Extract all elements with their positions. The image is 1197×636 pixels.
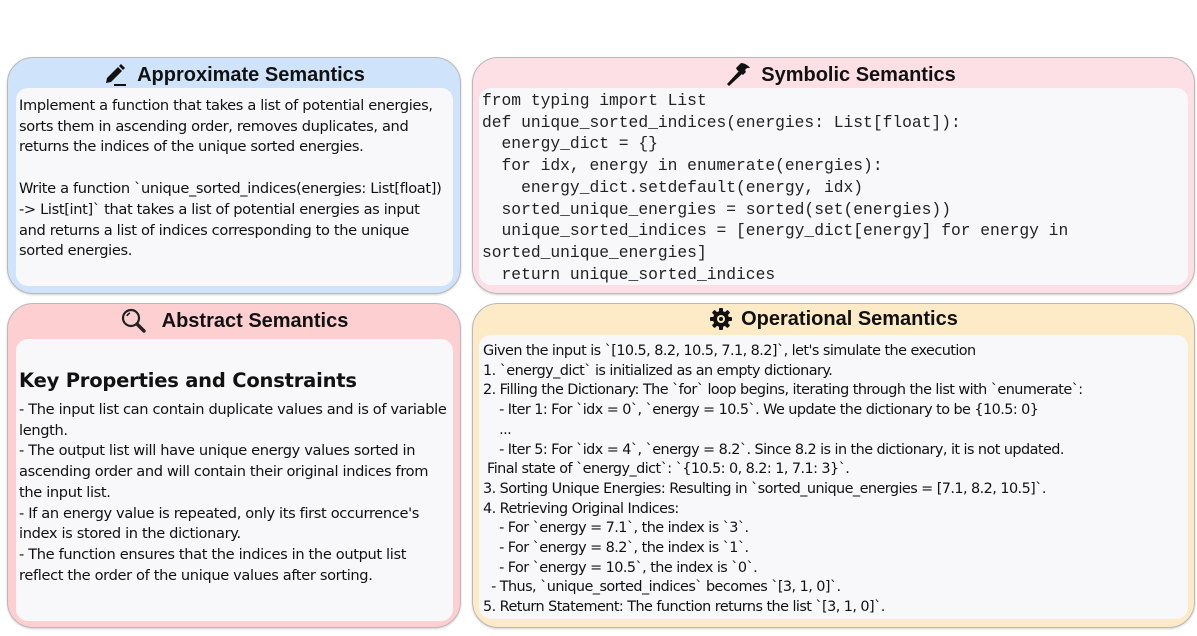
constraint-bullet: - The output list will have unique energ… [19,442,433,501]
trace-line: 2. Filling the Dictionary: The `for` loo… [483,382,1083,399]
code-line: def unique_sorted_indices(energies: List… [482,112,961,132]
gear-icon [709,307,733,331]
symbolic-semantics-panel: Symbolic Semantics from typing import Li… [472,57,1195,294]
constraint-bullet: - The function ensures that the indices … [19,545,411,584]
trace-line: ... [483,421,512,438]
panel-title: Abstract Semantics [161,309,349,332]
trace-line: - For `energy = 7.1`, the index is `3`. [483,520,749,537]
trace-line: 1. `energy_dict` is initialized as an em… [483,362,833,379]
trace-line: - Iter 5: For `idx = 4`, `energy = 8.2`.… [483,441,1064,458]
operational-semantics-panel: Operational Semantics Given the input is… [472,303,1195,628]
code-line: sorted_unique_energies = sorted(set(ener… [482,199,951,219]
code-line: energy_dict.setdefault(energy, idx) [482,177,864,197]
symbolic-semantics-header: Symbolic Semantics [473,61,1194,89]
abstract-semantics-body: Key Properties and Constraints - The inp… [16,339,453,621]
operational-semantics-header: Operational Semantics [473,305,1194,333]
abstract-semantics-panel: Abstract Semantics Key Properties and Co… [7,303,461,628]
approximate-semantics-body: Implement a function that takes a list o… [16,88,453,286]
pencil-icon [103,63,129,87]
code-line: from typing import List [482,91,707,110]
code-line: return unique_sorted_indices [482,264,776,284]
trace-line: Given the input is `[10.5, 8.2, 10.5, 7.… [483,343,976,359]
panel-title: Symbolic Semantics [761,63,956,86]
section-heading: Key Properties and Constraints [19,369,357,392]
code-line: for idx, energy in enumerate(energies): [482,156,883,176]
trace-line: - For `energy = 10.5`, the index is `0`. [483,559,758,576]
constraint-bullet: - If an energy value is repeated, only i… [19,504,424,543]
code-line: sorted_unique_energies] [482,242,707,262]
trace-line: 5. Return Statement: The function return… [483,599,885,616]
approximate-semantics-panel: Approximate Semantics Implement a functi… [7,57,461,294]
trace-line: Final state of `energy_dict`: `{10.5: 0,… [483,461,850,478]
trace-line: - Thus, `unique_sorted_indices` becomes … [483,579,841,596]
abstract-semantics-header: Abstract Semantics [8,307,460,335]
task-paragraph: Write a function `unique_sorted_indices(… [19,180,446,260]
panel-title: Approximate Semantics [137,63,365,86]
trace-line: 4. Retrieving Original Indices: [483,500,679,517]
symbolic-semantics-body: from typing import List def unique_sorte… [479,88,1188,285]
constraint-bullet: - The input list can contain duplicate v… [19,401,451,439]
trace-line: - Iter 1: For `idx = 0`, `energy = 10.5`… [483,402,1039,419]
hammer-icon [725,62,753,88]
magnifier-icon [120,307,148,335]
panel-title: Operational Semantics [741,307,958,330]
operational-semantics-body: Given the input is `[10.5, 8.2, 10.5, 7.… [479,335,1188,619]
code-line: energy_dict = {} [482,134,658,154]
code-line: unique_sorted_indices = [energy_dict[ene… [482,221,1069,241]
trace-line: 3. Sorting Unique Energies: Resulting in… [483,480,1046,497]
trace-line: - For `energy = 8.2`, the index is `1`. [483,540,749,557]
approximate-semantics-header: Approximate Semantics [8,61,460,89]
description-paragraph: Implement a function that takes a list o… [19,97,437,156]
